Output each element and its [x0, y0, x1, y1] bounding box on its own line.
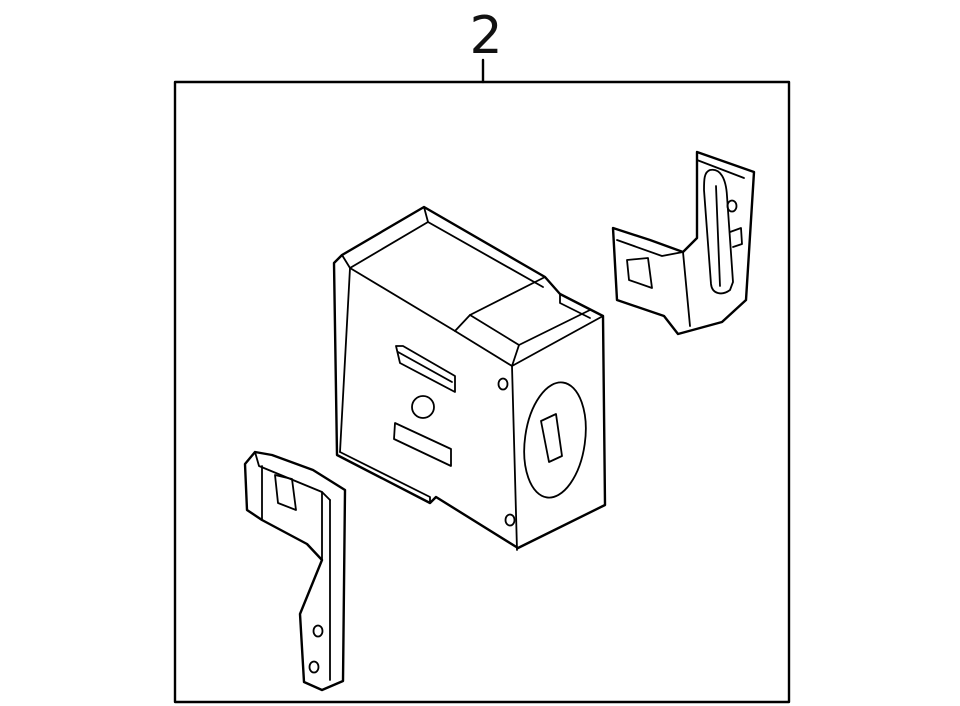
lower-left-mounting-bracket[interactable]	[243, 450, 347, 692]
control-module-box[interactable]	[332, 205, 607, 551]
diagram-frame	[173, 80, 791, 704]
callout-number[interactable]: 2	[469, 6, 502, 66]
upper-right-mounting-bracket[interactable]	[611, 150, 756, 336]
